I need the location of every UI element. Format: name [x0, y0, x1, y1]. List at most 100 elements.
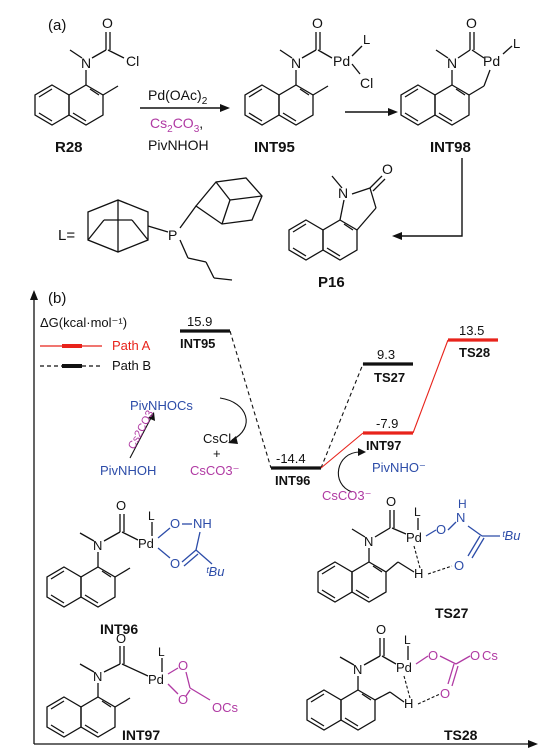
- reagent-cs2co3: Cs2CO3,: [150, 115, 203, 135]
- side-csco3: CsCO3⁻: [190, 463, 239, 478]
- int95-pd-atom: Pd: [333, 53, 350, 69]
- cscl-curved-arrow: [219, 397, 247, 441]
- int96-nh-atom: NH: [193, 516, 212, 531]
- p16-o-atom: O: [382, 161, 393, 177]
- legend-path-a-label: Path A: [112, 338, 151, 353]
- ts28-o-atom: O: [376, 622, 386, 637]
- int95-label: INT95: [254, 139, 295, 156]
- level-ts27-label: TS27: [374, 370, 405, 385]
- ts28-structure: H N O Pd L O O Cs O: [306, 622, 498, 731]
- level-ts27: 9.3 TS27: [363, 347, 413, 385]
- cs2co3-arrowhead: [148, 412, 155, 421]
- ts27-tbu: ᵗBu: [502, 528, 520, 543]
- ts27-nh-n-atom: N: [456, 510, 465, 525]
- int96-o1-atom: O: [170, 516, 180, 531]
- int97-l-atom: L: [158, 645, 165, 659]
- ligand-structure: P: [87, 177, 263, 281]
- int96-l-atom: L: [148, 509, 155, 523]
- int96-tbu: ᵗBu: [206, 564, 224, 579]
- r28-n-atom: N: [81, 55, 91, 71]
- reaction-arrowhead-3: [392, 232, 402, 240]
- ts27-nh-h-atom: H: [458, 497, 467, 511]
- level-int97: -7.9 INT97: [363, 416, 413, 453]
- level-ts28-label: TS28: [459, 345, 490, 360]
- pivnho-curved-arrow: [337, 451, 361, 493]
- int98-structure: N O Pd L: [400, 15, 520, 126]
- path-b-connector-2: [320, 363, 364, 469]
- panel-a-tag: (a): [48, 17, 66, 34]
- reagent-pivnhoh: PivNHOH: [148, 137, 209, 153]
- r28-label: R28: [55, 139, 83, 156]
- level-int95-label: INT95: [180, 336, 215, 351]
- ts28-n-atom: N: [353, 662, 362, 677]
- level-ts28: 13.5 TS28: [448, 323, 498, 360]
- ts28-h-atom: H: [404, 696, 413, 711]
- path-a-connector-2: [412, 339, 449, 434]
- p16-n-atom: N: [338, 185, 348, 201]
- ts28-cs: Cs: [482, 648, 498, 663]
- ts27-o1-atom: O: [436, 522, 446, 537]
- r28-o-atom: O: [102, 15, 113, 31]
- int97-o1-atom: O: [178, 658, 188, 673]
- ts28-o1-atom: O: [428, 648, 438, 663]
- int97-o-atom: O: [116, 631, 126, 646]
- ts27-o-atom: O: [386, 494, 396, 509]
- level-int95-value: 15.9: [187, 314, 212, 329]
- ts28-structure-label: TS28: [444, 727, 478, 743]
- int96-o-atom: O: [116, 498, 126, 513]
- ts28-pd-atom: Pd: [396, 660, 412, 675]
- int97-n-atom: N: [93, 669, 102, 684]
- ts27-h-atom: H: [414, 566, 423, 581]
- reaction-arrowhead-2: [388, 108, 398, 116]
- legend-path-b: Path B: [40, 358, 151, 373]
- int97-pd-atom: Pd: [148, 672, 164, 687]
- side-pivnhoh: PivNHOH: [100, 463, 156, 478]
- side-pivnhocs: PivNHOCs: [130, 398, 193, 413]
- ts28-o3-atom: O: [470, 648, 480, 663]
- path-b-connector-1: [229, 330, 272, 469]
- legend-path-b-label: Path B: [112, 358, 151, 373]
- level-ts27-value: 9.3: [377, 347, 395, 362]
- ts27-l-atom: L: [414, 505, 421, 519]
- panel-b-tag: (b): [48, 290, 66, 307]
- p16-structure: N O: [288, 161, 393, 261]
- cscl-curved-arrowhead: [228, 436, 238, 444]
- y-axis-arrowhead: [30, 290, 38, 300]
- int96-structure-label: INT96: [100, 621, 138, 637]
- side-csco3-b: CsCO3⁻: [322, 488, 371, 503]
- ts27-n-atom: N: [364, 534, 373, 549]
- cs2co3-arrow: [129, 415, 153, 459]
- int98-pd-atom: Pd: [483, 53, 500, 69]
- ts27-pd-atom: Pd: [406, 530, 422, 545]
- int98-l-atom: L: [513, 36, 520, 51]
- legend-title: ΔG(kcal·mol⁻¹): [40, 315, 127, 330]
- x-axis-arrowhead: [528, 740, 538, 748]
- side-pivnho: PivNHO⁻: [372, 460, 426, 475]
- level-int96: -14.4 INT96: [271, 451, 321, 488]
- int95-o-atom: O: [312, 15, 323, 31]
- int98-o-atom: O: [466, 15, 477, 31]
- int96-structure: N O Pd L O NH O ᵗBu: [46, 498, 224, 608]
- r28-structure: N O Cl: [34, 15, 139, 126]
- int97-structure-label: INT97: [122, 727, 160, 743]
- p16-label: P16: [318, 274, 345, 291]
- int97-o2-atom: O: [178, 692, 188, 707]
- level-ts28-value: 13.5: [459, 323, 484, 338]
- level-int96-label: INT96: [275, 473, 310, 488]
- reaction-arrowhead-1: [220, 104, 230, 112]
- ts27-structure-label: TS27: [435, 605, 469, 621]
- int95-cl-atom: Cl: [360, 75, 373, 91]
- side-cscl: CsCl: [203, 431, 231, 446]
- legend-path-a: Path A: [40, 338, 151, 353]
- int97-structure: N O Pd L O O OCs: [46, 631, 239, 738]
- reagent-pd-oac: Pd(OAc)2: [148, 87, 208, 107]
- level-int96-value: -14.4: [276, 451, 306, 466]
- level-int97-value: -7.9: [376, 416, 398, 431]
- r28-cl-atom: Cl: [126, 53, 139, 69]
- level-int97-label: INT97: [366, 438, 401, 453]
- ts27-o2-atom: O: [454, 558, 464, 573]
- int95-structure: N O Pd L Cl: [244, 15, 373, 126]
- pivnho-curved-arrowhead: [358, 448, 366, 456]
- side-plus: +: [213, 446, 221, 461]
